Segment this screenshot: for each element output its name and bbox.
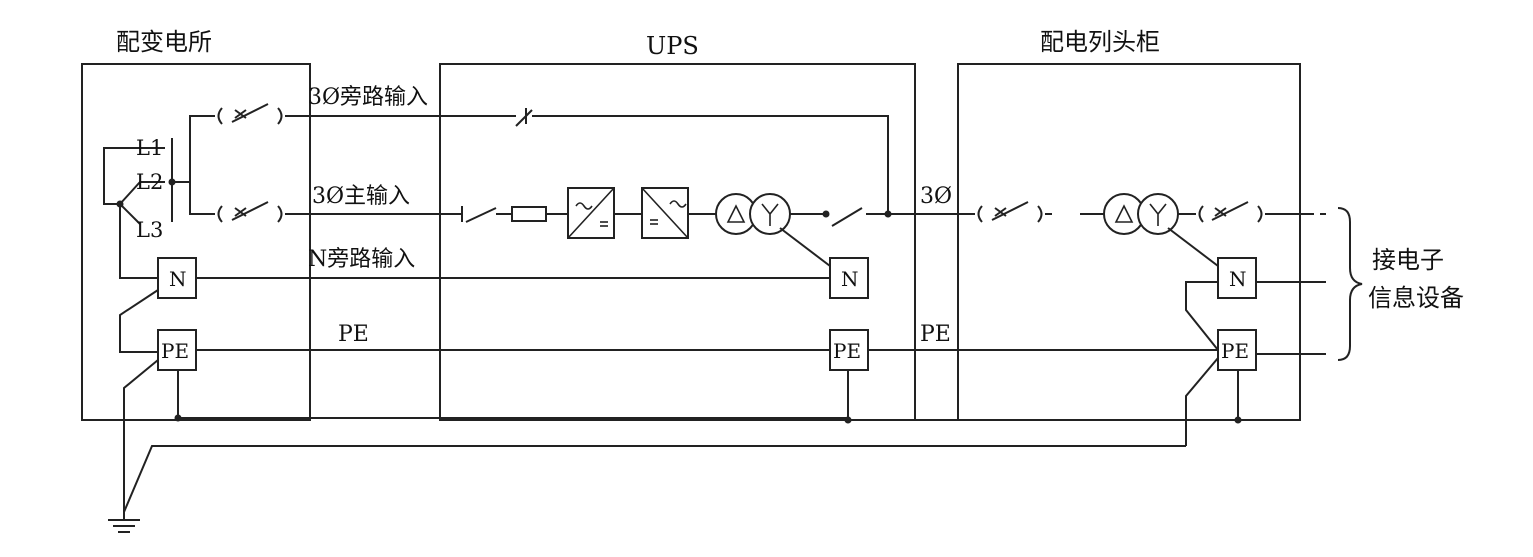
load-label-line1: 接电子 xyxy=(1372,246,1444,274)
ups-fuse xyxy=(511,206,547,222)
main-3phase-input-label: 3Ø主输入 xyxy=(312,184,410,209)
substation-neutral-terminal xyxy=(157,257,197,299)
bypass-3phase-input-label: 3Ø旁路输入 xyxy=(308,85,428,110)
load-label-line2: 信息设备 xyxy=(1368,284,1464,312)
cabinet-pe-label: PE xyxy=(1221,339,1249,363)
phase-label-l3: L3 xyxy=(136,218,163,242)
ups-inverter xyxy=(641,187,689,239)
cabinet-neutral-terminal xyxy=(1217,257,1257,299)
ups-pe-label: PE xyxy=(833,339,861,363)
ups-neutral-terminal xyxy=(829,257,869,299)
substation-wiring xyxy=(103,115,208,512)
cabinet-pe-terminal xyxy=(1217,329,1257,371)
substation-pe-label: PE xyxy=(161,339,189,363)
ups-output-transformer xyxy=(715,193,791,235)
pe-left-label: PE xyxy=(338,322,369,347)
ground-icon xyxy=(108,512,140,533)
ups-bypass-switch xyxy=(515,108,889,214)
phase-label-l2: L2 xyxy=(136,170,163,194)
distribution-cabinet-title: 配电列头柜 xyxy=(1040,28,1160,56)
phase-label-l1: L1 xyxy=(136,136,163,160)
ups-input-switch xyxy=(461,206,512,223)
ups-title: UPS xyxy=(646,32,699,60)
ups-neutral-label: N xyxy=(841,267,859,291)
ups-output-switch xyxy=(831,207,958,227)
substation-title: 配变电所 xyxy=(116,28,212,56)
three-phase-output-label: 3Ø xyxy=(920,184,952,209)
substation-bypass-breaker xyxy=(208,103,300,125)
substation-enclosure xyxy=(81,63,311,421)
earth-return-conductor xyxy=(123,445,1186,513)
substation-main-breaker xyxy=(208,201,300,223)
cabinet-transformer xyxy=(1103,193,1179,235)
neutral-bypass-input-label: N旁路输入 xyxy=(308,247,415,272)
cabinet-output-breaker xyxy=(1178,201,1326,223)
cabinet-input-breaker xyxy=(958,201,1052,223)
substation-neutral-label: N xyxy=(169,267,187,291)
cabinet-neutral-label: N xyxy=(1229,267,1247,291)
ups-enclosure xyxy=(439,63,916,421)
pe-right-label: PE xyxy=(920,322,951,347)
load-brace xyxy=(1337,207,1363,361)
substation-pe-terminal xyxy=(157,329,197,371)
ups-rectifier xyxy=(567,187,615,239)
